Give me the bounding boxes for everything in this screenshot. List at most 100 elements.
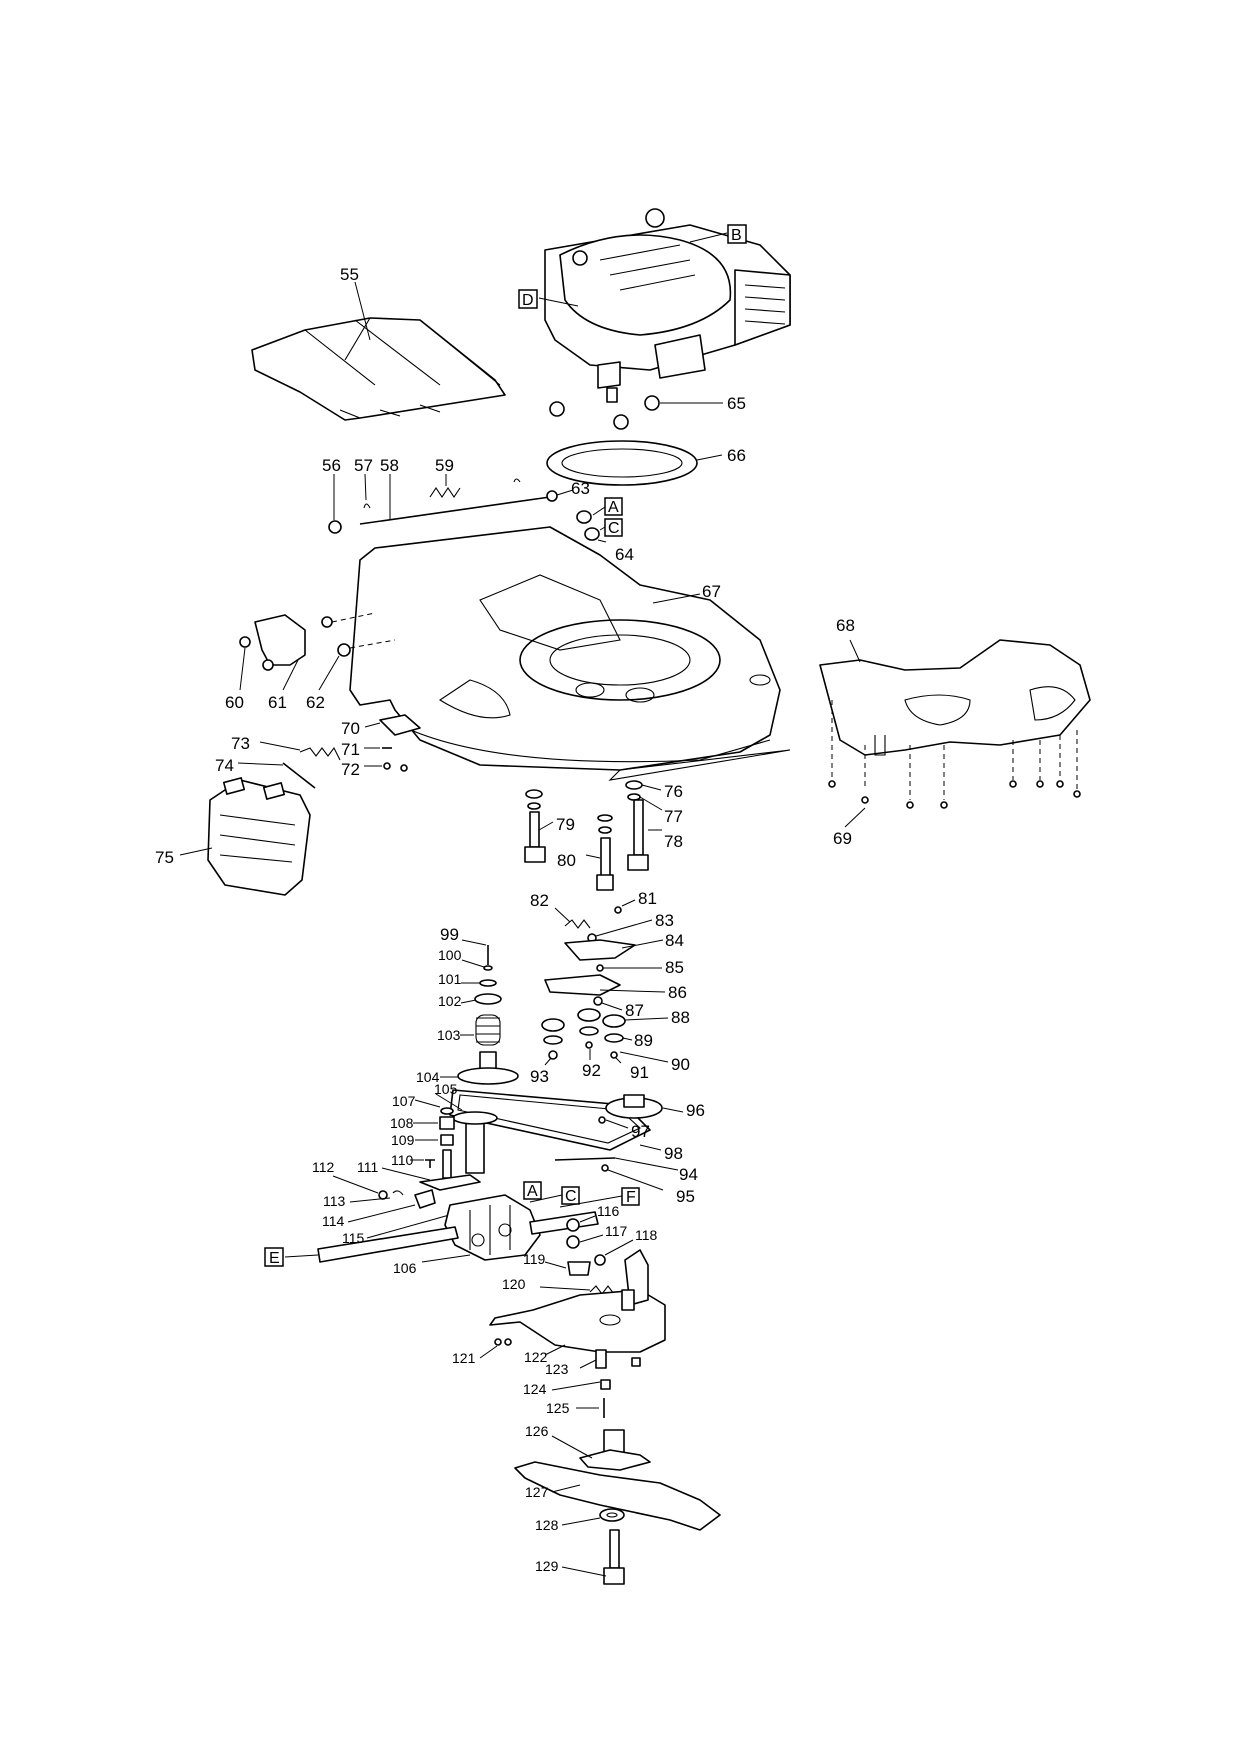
washer-89-part [604,1033,624,1043]
nut-65-part [549,401,565,417]
svg-text:F: F [626,1189,636,1206]
label-114: 114 [322,1213,345,1229]
label-128: 128 [535,1517,559,1533]
label-78: 78 [664,832,683,851]
washer-101-part [479,979,497,987]
screw-72-part [383,762,391,770]
screw-69f-part [1036,780,1044,788]
label-116: 116 [597,1203,620,1219]
label-96: 96 [686,1101,705,1120]
washer-part [321,616,333,628]
spring-63-part [576,510,592,524]
screw-69d-part [940,801,948,809]
screw-72b-part [400,764,408,772]
washer-part [579,1026,599,1036]
top-cover-part [251,317,506,421]
nut-91-part [610,1051,618,1059]
label-87: 87 [625,1001,644,1020]
label-111: 111 [357,1159,378,1175]
label-98: 98 [664,1144,683,1163]
label-85: 85 [665,958,684,977]
bracket-86-part [544,974,621,996]
label-90: 90 [671,1055,690,1074]
label-84: 84 [665,931,684,950]
bolt-123-part [595,1349,607,1369]
washer-100-part [483,965,493,971]
screw-121b-part [504,1338,512,1346]
bushing-88-part [541,1018,565,1032]
washer-62-part [337,643,351,657]
label-86: 86 [668,983,687,1002]
ref-box-A-upper: A [604,497,623,516]
label-121: 121 [452,1350,476,1366]
bolt-129-part [609,1529,620,1569]
spring-64-part [584,527,600,541]
label-117: 117 [605,1223,628,1239]
label-100: 100 [438,947,462,963]
key-97-part [598,1116,606,1124]
washer-part [527,802,541,810]
screw-69e-part [1009,780,1017,788]
clip-part [513,478,521,483]
label-80: 80 [557,851,576,870]
label-127: 127 [525,1484,549,1500]
label-110: 110 [391,1152,414,1168]
mower-deck-part [349,526,791,781]
ref-box-B: B [727,224,747,244]
label-81: 81 [638,889,657,908]
label-74: 74 [215,756,234,775]
label-72: 72 [341,760,360,779]
label-59: 59 [435,456,454,475]
label-77: 77 [664,807,683,826]
screw-81-part [614,906,622,914]
label-69: 69 [833,829,852,848]
label-102: 102 [438,993,462,1009]
label-89: 89 [634,1031,653,1050]
shaft-part [465,1117,485,1174]
svg-text:A: A [608,499,619,516]
cable-94-part [554,1157,616,1161]
label-64: 64 [615,545,634,564]
label-60: 60 [225,693,244,712]
blade-housing-122-part [489,1249,666,1353]
label-94: 94 [679,1165,698,1184]
label-82: 82 [530,891,549,910]
washer-102-part [474,993,502,1005]
svg-text:C: C [608,520,620,537]
label-91: 91 [630,1063,649,1082]
rod-74-part [282,762,316,789]
wheel-bracket-61-part [254,614,306,666]
screw-60-part [239,636,251,648]
screw-part [262,659,274,671]
washer-117-part [566,1235,580,1249]
ref-box-C-upper: C [604,518,623,537]
label-76: 76 [664,782,683,801]
label-92: 92 [582,1061,601,1080]
label-118: 118 [635,1227,658,1243]
label-70: 70 [341,719,360,738]
label-83: 83 [655,911,674,930]
label-125: 125 [546,1400,570,1416]
ref-box-E: E [264,1247,284,1267]
svg-text:B: B [731,227,742,244]
label-122: 122 [524,1349,548,1365]
label-99: 99 [440,925,459,944]
ref-box-C-lower: C [561,1186,580,1205]
axle-right-part [529,1211,599,1235]
bolt-78-part [633,799,644,856]
plate-84-part [564,939,636,961]
latch-70-part [379,714,421,736]
nut-93-part [548,1050,558,1060]
screw-69c-part [906,801,914,809]
label-123: 123 [545,1361,569,1377]
label-126: 126 [525,1423,549,1439]
bolt-80-part [600,837,611,879]
washer-part [546,490,558,502]
label-113: 113 [323,1193,346,1209]
spring-103-part [476,1017,500,1043]
label-104: 104 [416,1069,440,1085]
label-88: 88 [671,1008,690,1027]
label-58: 58 [380,456,399,475]
label-106: 106 [393,1260,417,1276]
